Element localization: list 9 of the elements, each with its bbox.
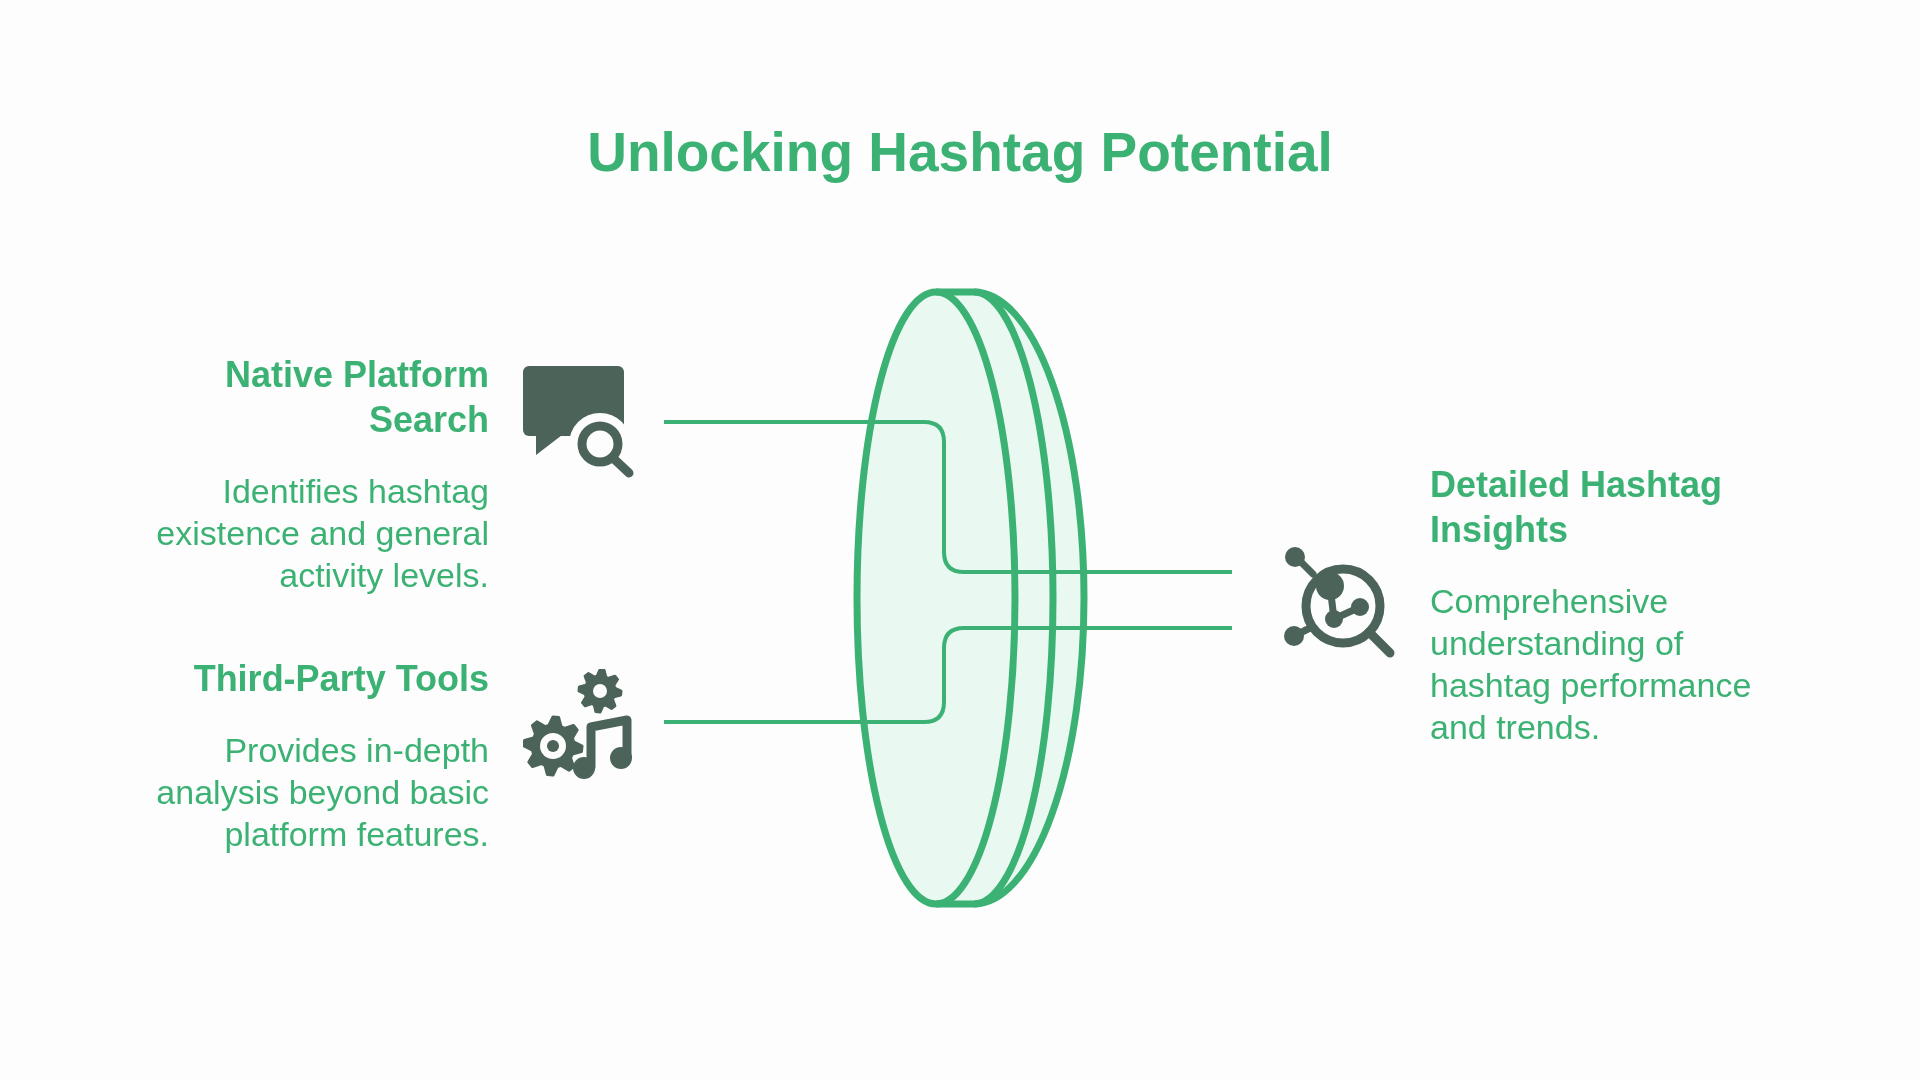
item-description: Identifies hashtag existence and general activity levels. <box>155 471 489 596</box>
item-description: Comprehensive understanding of hashtag performance and trends. <box>1430 581 1753 748</box>
connector-line <box>664 626 1232 724</box>
connector-line <box>664 420 1232 574</box>
item-heading: Detailed Hashtag Insights <box>1430 463 1724 552</box>
item-heading: Third-Party Tools <box>192 657 489 701</box>
item-heading: Native Platform Search <box>223 353 489 442</box>
title: Unlocking Hashtag Potential <box>586 120 1334 185</box>
item-description: Provides in-depth analysis beyond basic platform features. <box>155 730 489 855</box>
